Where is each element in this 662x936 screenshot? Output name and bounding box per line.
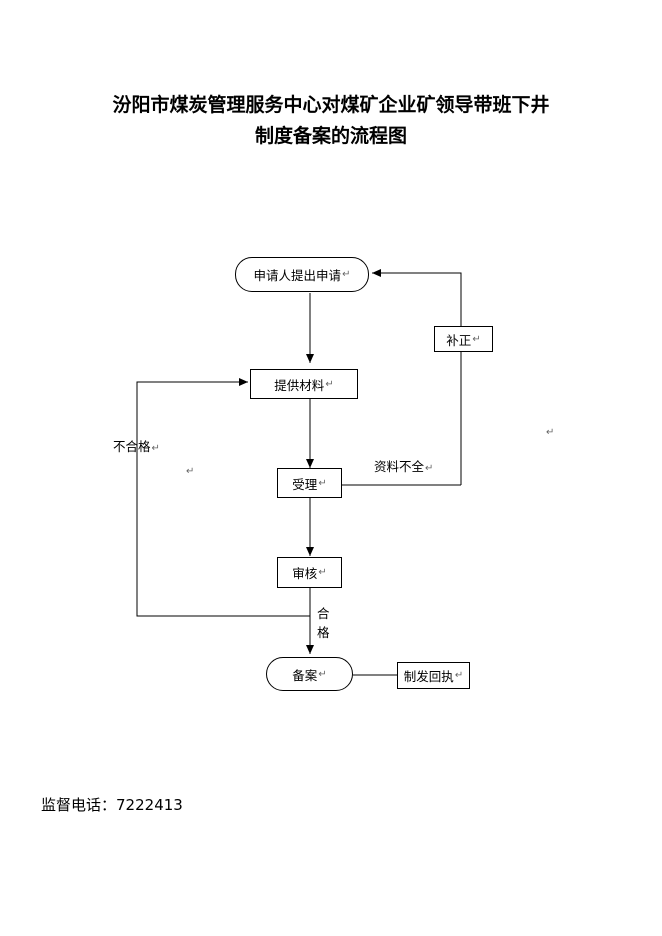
paragraph-mark-icon: ↵ bbox=[454, 670, 464, 681]
node-accept-label: 受理 bbox=[292, 476, 318, 492]
paragraph-mark-icon: ↵ bbox=[325, 378, 334, 390]
paragraph-mark-icon: ↵ bbox=[186, 466, 195, 477]
page-title-line-1: 汾阳市煤炭管理服务中心对煤矿企业矿领导带班下井 bbox=[112, 94, 550, 116]
supervision-phone-number: 7222413 bbox=[116, 796, 183, 814]
node-accept: 受理↵ bbox=[277, 468, 342, 498]
node-issue-receipt: 制发回执↵ bbox=[397, 662, 470, 689]
supervision-phone: 监督电话：7222413 bbox=[41, 794, 183, 815]
node-provide-materials: 提供材料↵ bbox=[250, 369, 358, 399]
page-title-line-2: 制度备案的流程图 bbox=[254, 125, 407, 147]
paragraph-mark-icon: ↵ bbox=[318, 477, 327, 489]
node-review: 审核↵ bbox=[277, 557, 342, 588]
arrow-unqualified-loop bbox=[136, 378, 310, 617]
supervision-phone-label: 监督电话： bbox=[41, 796, 117, 814]
edge-label-unqualified-text: 不合格 bbox=[113, 439, 151, 454]
edge-label-incomplete: 资料不全↵ bbox=[374, 456, 433, 475]
node-apply-label: 申请人提出申请 bbox=[253, 268, 342, 283]
paragraph-mark-icon: ↵ bbox=[546, 427, 555, 438]
edge-label-qualified-char-2: 格 bbox=[317, 625, 330, 640]
edge-label-incomplete-text: 资料不全 bbox=[374, 459, 425, 474]
node-supplement: 补正↵ bbox=[434, 326, 493, 352]
node-supplement-label: 补正 bbox=[446, 332, 472, 348]
node-record-label: 备案 bbox=[292, 667, 318, 683]
paragraph-mark-icon: ↵ bbox=[342, 269, 351, 280]
edge-label-qualified-char-1: 合 bbox=[317, 606, 330, 621]
paragraph-mark-icon: ↵ bbox=[318, 567, 327, 578]
node-provide-label: 提供材料 bbox=[274, 377, 325, 393]
node-issue-label: 制发回执 bbox=[403, 669, 454, 684]
paragraph-mark-icon: ↵ bbox=[425, 463, 434, 474]
node-record: 备案↵ bbox=[266, 657, 353, 691]
arrow-supplement-to-apply bbox=[372, 269, 462, 326]
node-review-label: 审核 bbox=[292, 566, 318, 581]
node-apply: 申请人提出申请↵ bbox=[235, 257, 369, 292]
paragraph-mark-icon: ↵ bbox=[318, 668, 327, 680]
paragraph-mark-icon: ↵ bbox=[151, 443, 160, 454]
paragraph-mark-icon: ↵ bbox=[472, 333, 481, 345]
edge-label-unqualified: 不合格↵ bbox=[113, 436, 160, 455]
